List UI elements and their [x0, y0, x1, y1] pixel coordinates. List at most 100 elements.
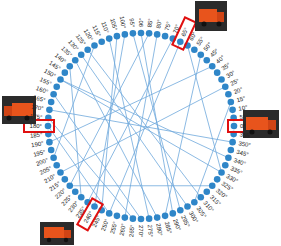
node-dot [91, 42, 98, 49]
node-dot [48, 147, 55, 154]
node-dot [154, 214, 161, 221]
node-dot [138, 30, 145, 37]
node-dot [130, 215, 137, 222]
node-dot [46, 139, 53, 146]
chord-line [60, 80, 228, 158]
angle-label: 355° [239, 132, 252, 139]
node-dot [146, 215, 153, 222]
chord-line [188, 45, 222, 172]
node-dot [146, 30, 153, 37]
node-dot [114, 33, 121, 40]
angle-label: 160° [35, 85, 49, 95]
node-dot [209, 182, 216, 189]
chord-line [48, 118, 133, 219]
node-dot [130, 30, 137, 37]
node-dot [50, 155, 57, 162]
chord-line [60, 87, 225, 173]
chord-line [133, 33, 180, 210]
angle-label: 250° [100, 218, 110, 232]
chord-line [48, 126, 109, 213]
node-dot [46, 107, 53, 114]
angle-label: 15° [236, 95, 246, 103]
node-dot [122, 214, 129, 221]
angle-label: 90° [138, 18, 144, 27]
angle-label: 285° [164, 221, 173, 235]
node-dot [122, 31, 129, 38]
angle-label: 290° [172, 218, 182, 232]
chord-line [109, 39, 149, 219]
angle-label: 155° [39, 76, 53, 87]
angle-label: 270° [138, 225, 144, 237]
node-dot [53, 162, 60, 169]
angle-label: 280° [155, 223, 163, 236]
node-dot [177, 38, 184, 45]
node-dot [222, 83, 229, 90]
chord-line [109, 42, 180, 214]
node-dot [225, 91, 232, 98]
node-dot [138, 216, 145, 223]
node-dot [191, 47, 198, 54]
node-dot [225, 155, 232, 162]
node-dot [203, 57, 210, 64]
node-dot [231, 123, 238, 130]
angle-label: 340° [233, 157, 247, 167]
node-dot [62, 176, 69, 183]
node-dot [191, 199, 198, 206]
angle-label: 260° [119, 223, 127, 236]
chord-line [102, 36, 117, 210]
node-dot [218, 169, 225, 176]
node-dot [50, 91, 57, 98]
truck-icon [40, 222, 74, 245]
angle-label: 85° [147, 18, 154, 28]
angle-label: 30° [225, 69, 236, 79]
node-dot [62, 69, 69, 76]
angle-label: 80° [155, 19, 162, 29]
node-dot [114, 213, 121, 220]
angle-label: 95° [129, 18, 136, 28]
angle-label: 75° [164, 21, 172, 31]
node-dot [229, 139, 236, 146]
node-dot [228, 99, 235, 106]
node-dot [197, 194, 204, 201]
node-dot [218, 76, 225, 83]
angle-label: 265° [128, 224, 135, 237]
angle-label: 255° [109, 221, 118, 235]
node-dot [48, 99, 55, 106]
node-dot [184, 203, 191, 210]
node-dot [162, 33, 169, 40]
angle-label: 350° [238, 140, 251, 148]
chord-line [54, 45, 95, 157]
angle-label: 180° [30, 123, 42, 129]
node-dot [106, 35, 113, 42]
node-dot [197, 51, 204, 58]
node-dot [162, 213, 169, 220]
angle-label: 190° [31, 140, 44, 148]
angle-label: 110° [100, 21, 110, 34]
node-dot [203, 188, 210, 195]
node-dot [66, 63, 73, 70]
node-dot [57, 169, 64, 176]
angle-label: 25° [229, 78, 240, 87]
node-dot [66, 182, 73, 189]
angle-label: 175° [30, 113, 43, 120]
angle-label: 345° [236, 149, 250, 158]
angle-label: 105° [109, 18, 118, 32]
angle-label: 185° [30, 132, 43, 139]
node-dot [57, 76, 64, 83]
node-dot [84, 47, 91, 54]
node-dot [154, 31, 161, 38]
node-dot [214, 176, 221, 183]
node-dot [72, 57, 79, 64]
chord-line [165, 55, 201, 216]
angle-label: 100° [119, 16, 127, 29]
node-dot [72, 188, 79, 195]
node-dot [229, 107, 236, 114]
node-dot [222, 162, 229, 169]
angle-label: 275° [147, 224, 154, 237]
chord-line [75, 60, 157, 217]
node-dot [106, 210, 113, 217]
truck-icon [2, 96, 36, 124]
